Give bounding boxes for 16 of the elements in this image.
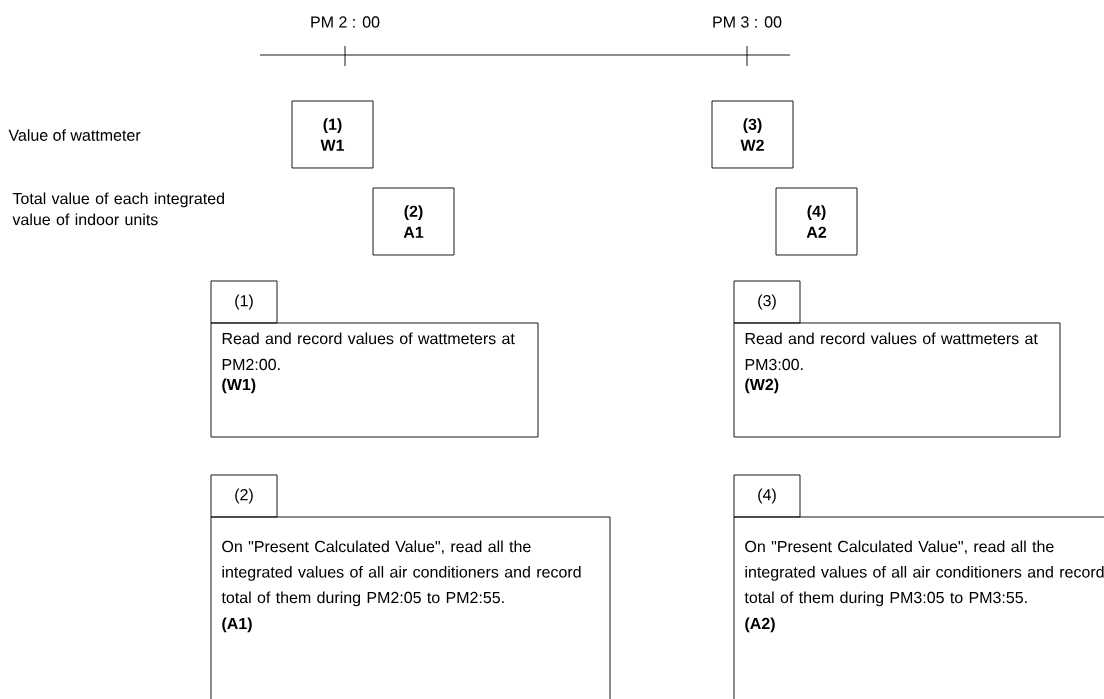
step-box: On "Present Calculated Value", read all the integrated values of all air conditioners and record total of them during PM3:05 to PM3:55. (A2) — [733, 516, 1104, 699]
row-label: Value of wattmeter — [8, 129, 141, 141]
value-box: (2) A1 — [372, 187, 455, 256]
step-tab: (1) — [210, 280, 278, 324]
value-box: (4) A2 — [775, 187, 858, 256]
value-box: (3) W2 — [711, 100, 794, 169]
time-label: PM 3 : 00 — [713, 16, 782, 28]
value-box: (1) W1 — [291, 100, 374, 169]
time-label: PM 2 : 00 — [311, 16, 380, 28]
step-box: Read and record values of wattmeters at PM3:00. (W2) — [733, 322, 1061, 438]
step-box: Read and record values of wattmeters at PM2:00. (W1) — [210, 322, 539, 438]
step-tab: (3) — [733, 280, 801, 324]
step-tab: (2) — [210, 474, 278, 518]
row-label: Total value of each integrated value of indoor units — [12, 192, 224, 226]
step-box: On "Present Calculated Value", read all the integrated values of all air conditioners and record total of them during PM2:05 to PM2:55. (A1) — [210, 516, 611, 699]
step-tab: (4) — [733, 474, 801, 518]
